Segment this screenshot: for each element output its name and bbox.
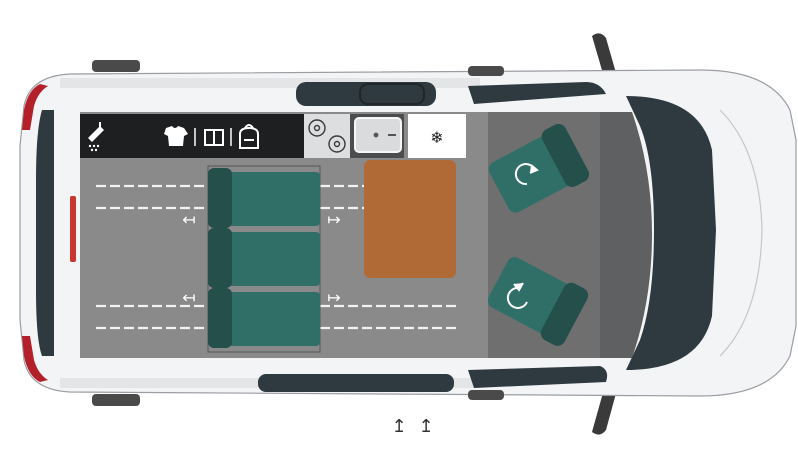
rear-left-wheel [92,60,140,72]
rotate-ccw-arc [506,286,528,309]
sliding-door-window [258,374,454,392]
book-right-page [213,129,224,146]
seat-2-back [208,228,232,288]
front-window-bottom [468,366,608,388]
rear-storage-bar [80,114,304,158]
stove-panel [304,114,350,158]
snowflake-icon[interactable]: ❄ [430,128,443,147]
side-window-top [296,82,436,106]
rear-bench [207,165,321,353]
fridge [408,114,466,158]
body-shade-top [60,78,480,88]
rotate-ccw-head [513,282,524,292]
bench-seat-2 [208,228,320,288]
hood-line [719,109,763,357]
backpack-body [239,126,259,149]
rotate-cw-icon[interactable] [514,163,539,186]
rotate-ccw-icon[interactable] [506,282,528,309]
rear-right-wheel [92,394,140,406]
backpack-handle [244,124,254,129]
shower-drop-4 [90,148,94,152]
rear-window [36,110,54,356]
cab-dash [600,112,652,358]
shower-drop-2 [92,144,96,148]
seat-3-cushion [226,292,320,346]
windshield [626,96,716,370]
shower-drop-3 [96,144,100,148]
tshirt-icon[interactable] [164,126,188,146]
shower-drop-1 [88,144,92,148]
front-right-wheel [468,390,504,400]
passenger-seat-back [541,123,590,187]
shower-drop-5 [94,148,98,152]
arrow-up-bar-icon[interactable]: ↥ [418,416,433,437]
front-left-wheel [468,66,504,76]
driver-seat [487,257,589,346]
left-taillight [22,84,48,130]
seat-3-back [208,288,232,348]
burner-2 [328,135,346,153]
burner-2-inner [333,140,341,148]
shower-icon[interactable] [88,122,104,152]
seat-1-back [208,168,232,228]
burner-1-inner [313,124,321,132]
front-window-top [468,82,606,104]
book-icon[interactable] [204,129,224,146]
front-passenger-seat [488,123,590,213]
table [364,160,456,278]
backpack-icon[interactable] [239,124,259,149]
shower-head [88,126,104,142]
arrow-right-bar-icon[interactable]: ↦ [327,210,340,229]
right-taillight [22,336,48,382]
stove-burner-icon[interactable] [308,119,346,153]
driver-seat-back [540,282,589,346]
arrow-left-bar-icon[interactable]: ↤ [182,210,195,229]
sink-drain [373,132,379,138]
side-marker-light [70,196,76,262]
rotate-cw-head [529,164,539,174]
side-window-top-frame [359,83,425,105]
bench-seat-3 [208,288,320,348]
arrow-left-bar-icon[interactable]: ↤ [182,288,195,307]
burner-1 [308,119,326,137]
arrow-right-bar-icon[interactable]: ↦ [327,288,340,307]
seat-1-cushion [226,172,320,226]
bench-seat-1 [208,168,320,228]
arrow-up-bar-icon[interactable]: ↥ [391,416,406,437]
seat-2-cushion [226,232,320,286]
